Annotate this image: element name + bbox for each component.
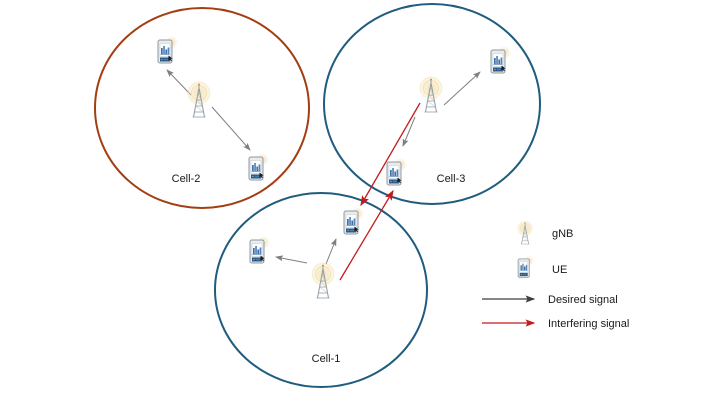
cell-3-boundary: [323, 3, 541, 205]
legend-gnb-label: gNB: [552, 228, 573, 240]
interfering-signal-arrows: [339, 102, 421, 281]
desired-signal-arrows: [166, 69, 481, 265]
cell-2-ue-bottom: [248, 152, 270, 181]
legend-item-gnb: gNB: [516, 219, 573, 245]
desired-signal-arrow: [443, 71, 481, 106]
interfering-signal-arrow: [339, 189, 394, 281]
gnb-tower-icon: [185, 79, 213, 118]
desired-signal-arrow: [275, 255, 308, 264]
desired-signal-arrow: [325, 238, 337, 265]
ue-phone-icon: [249, 235, 271, 264]
cell-1-ue-top: [343, 206, 365, 235]
cell-3-ue-top: [490, 45, 512, 74]
ue-phone-icon: [248, 152, 270, 181]
ue-phone-icon: [386, 157, 408, 186]
interfering-signal-arrow: [360, 102, 421, 207]
legend: gNB UE Desired signal Interfering signal: [482, 219, 629, 330]
cell-1-boundary: [214, 192, 428, 388]
gnb-tower-icon: [309, 260, 337, 299]
cell-2-label: Cell-2: [172, 173, 201, 185]
ue-phone-icon: [343, 206, 365, 235]
cell-1-label: Cell-1: [312, 353, 341, 365]
legend-ue-label: UE: [552, 264, 567, 276]
legend-desired-label: Desired signal: [548, 294, 618, 306]
legend-item-desired-signal: Desired signal: [482, 294, 618, 306]
legend-interfering-label: Interfering signal: [548, 318, 629, 330]
desired-signal-arrow: [402, 116, 416, 147]
cell-3-label: Cell-3: [437, 173, 466, 185]
cell-2-ue-top: [157, 35, 179, 64]
gnb-tower-icon: [516, 219, 534, 245]
ue-phone-icon: [490, 45, 512, 74]
ue-phone-icon: [157, 35, 179, 64]
legend-item-ue: UE: [517, 255, 567, 278]
cell-1-ue-left: [249, 235, 271, 264]
cell-2-boundary: [94, 7, 310, 209]
cell-3-ue-bottom: [386, 157, 408, 186]
ue-phone-icon: [517, 255, 535, 278]
legend-item-interfering-signal: Interfering signal: [482, 318, 629, 330]
gnb-tower-icon: [417, 74, 445, 113]
desired-signal-arrow: [211, 106, 251, 151]
